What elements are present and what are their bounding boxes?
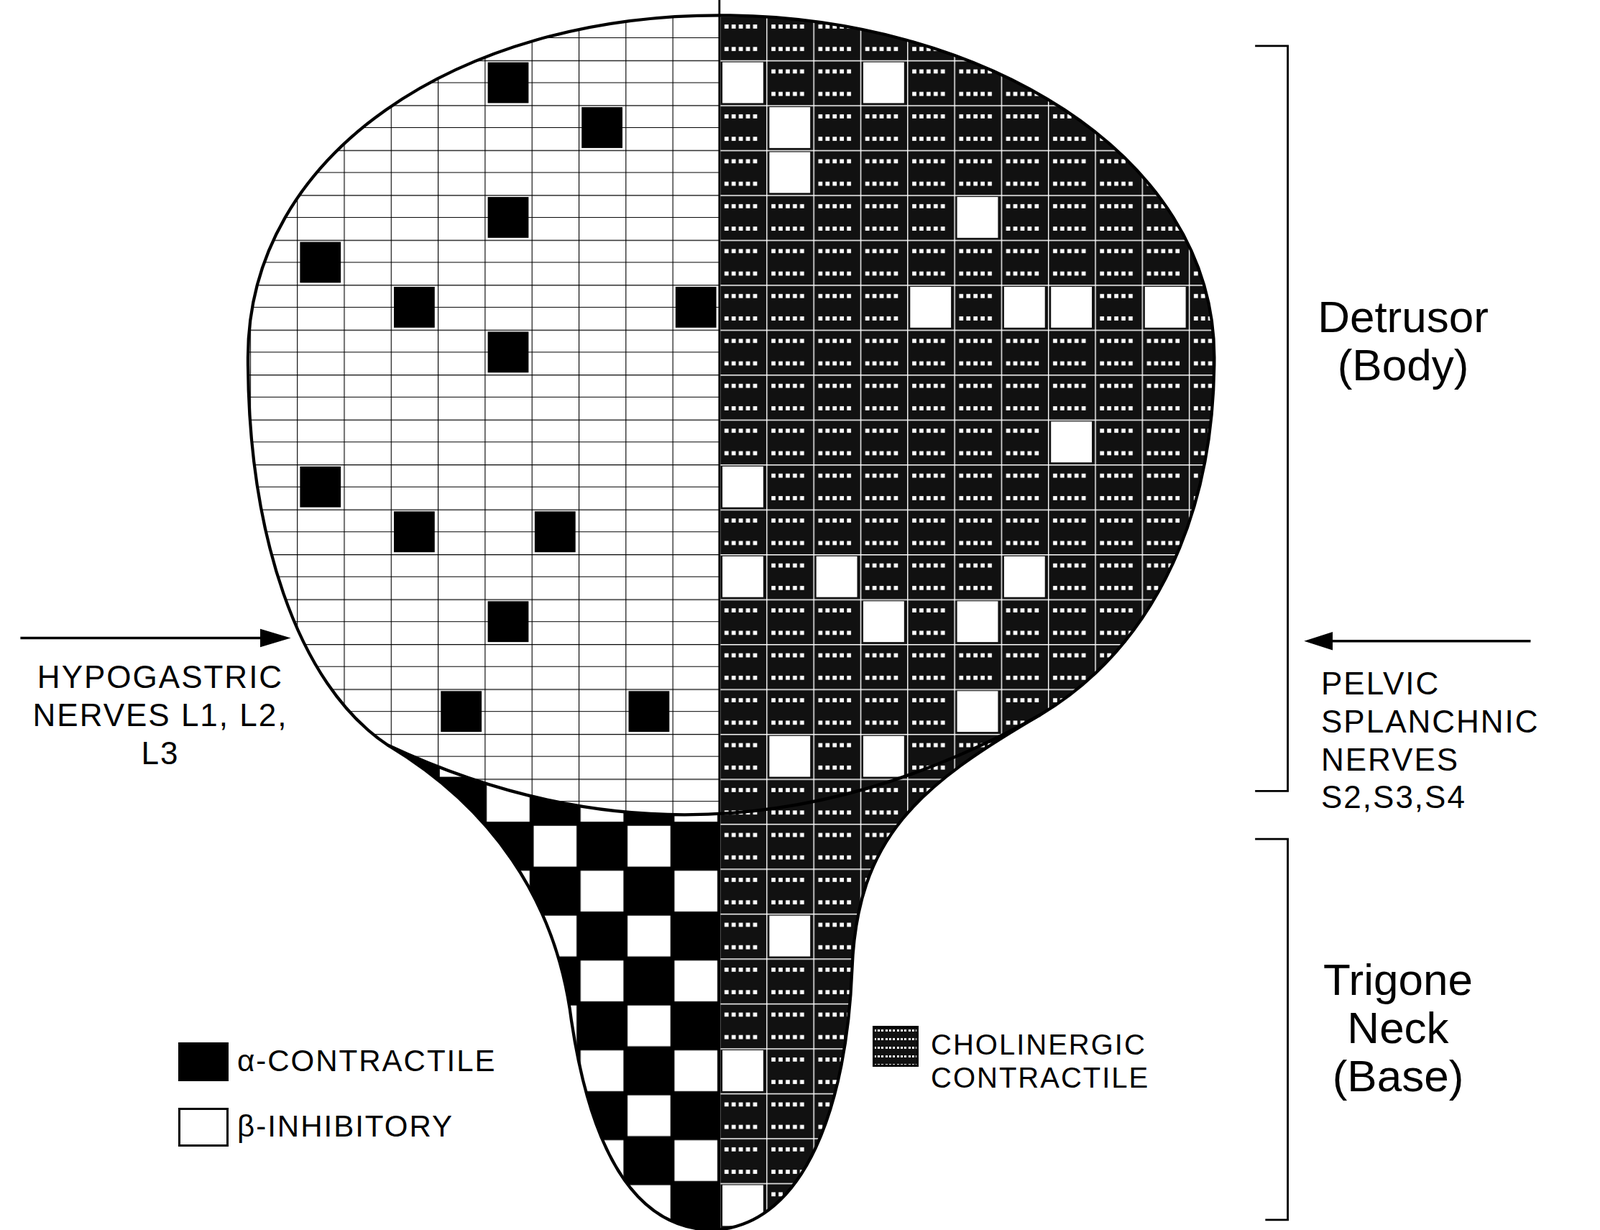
beta-cell [722,556,764,598]
beta-cell [1145,286,1186,328]
beta-cell [769,152,811,194]
beta-cell [863,62,905,104]
region-label: Trigone Neck (Base) [1290,955,1506,1101]
region-label: Detrusor (Body) [1295,293,1511,390]
beta-cell [1004,286,1046,328]
cholinergic-field [719,0,1250,1230]
beta-cell [1050,286,1092,328]
nerve-arrow [1326,639,1531,643]
alpha-cell [675,286,717,328]
alpha-cell [299,466,341,508]
legend-swatch [872,1025,919,1067]
alpha-cell [440,690,482,732]
alpha-cell [488,196,530,238]
alpha-cell [299,242,341,284]
beta-cell [909,286,951,328]
alpha-cell [628,690,670,732]
beta-cell [957,600,999,642]
midline [718,0,721,1230]
alpha-cell [581,107,623,149]
alpha-cell [488,331,530,373]
beta-cell [816,556,858,598]
alpha-cell [393,511,435,553]
legend-text: CHOLINERGIC CONTRACTILE [930,1027,1204,1094]
arrow-head [1303,631,1333,651]
nerve-arrow [20,636,268,640]
cholinergic-swatch [874,1027,918,1066]
beta-cell [722,1050,764,1092]
alpha-cell [534,511,576,553]
alpha-squares [299,62,716,732]
beta-cell [1050,421,1092,463]
beta-cell [1004,556,1046,598]
alpha-cell [488,600,530,642]
legend-text: α-CONTRACTILE [237,1043,568,1079]
beta-cell [957,690,999,732]
legend-text: β-INHIBITORY [237,1109,568,1144]
alpha-cell [393,286,435,328]
beta-cell [722,1185,764,1227]
legend-swatch [178,1042,229,1082]
beta-grid [0,0,720,1230]
beta-cell [769,915,811,957]
nerve-label: PELVIC SPLANCHNIC NERVES S2,S3,S4 [1321,664,1580,817]
beta-cell [722,62,764,104]
region-bracket [1254,838,1288,1220]
nerve-label: HYPOGASTRIC NERVES L1, L2, L3 [20,658,301,772]
arrow-head [260,628,292,648]
beta-cell [769,107,811,149]
legend-swatch [178,1107,229,1147]
beta-cell [957,196,999,238]
beta-cell [769,736,811,777]
body-base-boundary [387,714,1041,815]
beta-cell [722,466,764,508]
receptor-map [0,0,1250,1230]
beta-cell [863,600,905,642]
beta-cell [863,736,905,777]
region-bracket [1254,46,1288,792]
cholinergic-grid [719,0,1250,1230]
alpha-checker [0,0,720,1230]
alpha-cell [488,62,530,104]
